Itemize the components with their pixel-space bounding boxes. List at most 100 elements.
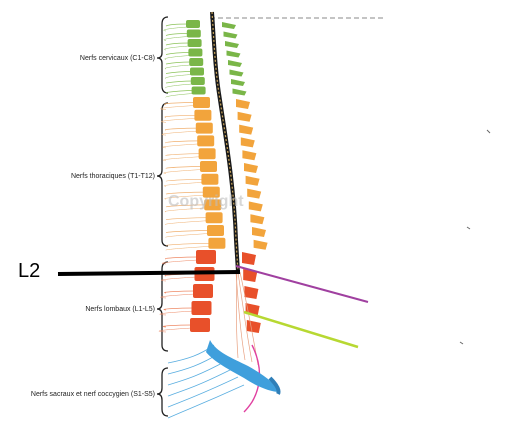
coccyx xyxy=(268,376,281,395)
vertebral-body xyxy=(191,86,206,95)
coccygeal-nerve xyxy=(243,344,261,413)
spinous-process xyxy=(236,99,250,109)
nerve-line xyxy=(167,376,239,408)
spinous-processes xyxy=(222,22,268,333)
nerve-line xyxy=(164,114,197,118)
vertebral-body xyxy=(190,77,205,85)
spinous-process xyxy=(225,41,239,48)
label-sacral: Nerfs sacraux et nerf coccygien (S1-S5) xyxy=(31,391,155,398)
nerve-line xyxy=(165,140,200,144)
nerve-line xyxy=(160,293,196,299)
nerve-line xyxy=(159,310,194,316)
spinous-process xyxy=(242,252,256,265)
nerve-line xyxy=(162,143,200,149)
nerve-line xyxy=(163,324,193,328)
nerve-line xyxy=(165,178,204,182)
vertebral-body xyxy=(191,301,212,315)
nerve-line xyxy=(160,105,196,110)
bracket-thoracic xyxy=(156,102,169,247)
bracket-lumbar xyxy=(156,261,169,352)
nerve-line xyxy=(165,204,207,208)
nerve-line xyxy=(165,246,211,251)
vertebral-body xyxy=(186,29,201,38)
vertebral-body xyxy=(201,173,219,185)
spinous-process xyxy=(223,31,238,39)
vertebral-body xyxy=(208,237,226,249)
vertebral-body xyxy=(190,318,210,332)
spinous-process xyxy=(240,137,255,148)
nerve-line xyxy=(167,368,233,397)
nerve-line xyxy=(165,71,193,74)
spinous-process xyxy=(247,188,262,199)
nerve-line xyxy=(165,93,194,98)
nerve-line xyxy=(158,327,193,333)
label-thoracic: Nerfs thoraciques (T1-T12) xyxy=(71,173,155,180)
vertebral-body xyxy=(187,39,202,47)
purple-pointer xyxy=(235,265,369,303)
green-pointer xyxy=(243,310,359,349)
edge-marks xyxy=(459,129,491,345)
nerve-line xyxy=(167,384,245,419)
nerve-line xyxy=(163,169,203,174)
nerve-line xyxy=(163,26,189,32)
vertebral-bodies xyxy=(186,20,226,332)
spinous-process xyxy=(242,150,257,161)
nerve-line xyxy=(164,290,196,294)
nerve-line xyxy=(165,127,198,131)
nerve-lines xyxy=(158,23,245,419)
spinous-process xyxy=(232,88,247,96)
nerve-line xyxy=(165,52,191,55)
nerve-line xyxy=(165,74,193,79)
watermark: Copyright xyxy=(168,193,244,210)
spinous-process xyxy=(246,320,261,333)
nerve-line xyxy=(163,307,194,311)
vertebral-body xyxy=(195,122,213,134)
spinous-process xyxy=(226,50,241,58)
spinous-process xyxy=(243,269,258,282)
nerve-line xyxy=(164,55,191,60)
nerve-line xyxy=(165,33,189,36)
nerve-line xyxy=(165,42,190,46)
spinous-process xyxy=(245,175,260,186)
nerve-line xyxy=(165,166,203,169)
spinal-cord-core xyxy=(211,11,239,273)
nerve-line xyxy=(165,242,211,246)
spinous-process xyxy=(250,214,265,225)
vertebral-body xyxy=(197,135,215,147)
vertebral-body xyxy=(205,212,223,224)
nerve-line xyxy=(165,220,208,225)
l2-label: L2 xyxy=(18,260,40,282)
spinous-process xyxy=(239,124,254,135)
vertebral-body xyxy=(193,284,213,298)
nerve-line xyxy=(164,36,189,41)
nerve-line xyxy=(163,156,201,161)
nerve-line xyxy=(164,45,190,51)
spinous-process xyxy=(222,22,236,29)
nerve-line xyxy=(165,61,192,65)
nerve-line xyxy=(165,191,205,195)
nerve-line xyxy=(164,207,207,213)
spinous-process xyxy=(244,163,258,173)
nerve-line xyxy=(165,217,208,221)
spinous-process xyxy=(228,60,242,67)
region-brackets xyxy=(156,16,169,417)
vertebral-body xyxy=(204,199,222,211)
spinous-process xyxy=(253,239,268,250)
vertebral-body xyxy=(193,97,210,108)
bracket-sacral xyxy=(156,367,169,417)
l2-marker-line xyxy=(57,270,241,276)
nerve-line xyxy=(164,102,196,105)
nerve-line xyxy=(165,230,210,233)
nerve-line xyxy=(162,130,198,136)
nerve-line xyxy=(165,83,193,89)
vertebral-body xyxy=(194,109,212,121)
vertebral-body xyxy=(198,148,216,160)
nerve-line xyxy=(165,233,210,238)
nerve-line xyxy=(165,153,201,157)
vertebral-body xyxy=(200,161,217,172)
nerve-line xyxy=(162,259,199,265)
nerve-line xyxy=(167,360,227,386)
bracket-cervical xyxy=(156,16,169,94)
spinous-process xyxy=(244,286,259,299)
nerve-line xyxy=(165,80,193,84)
